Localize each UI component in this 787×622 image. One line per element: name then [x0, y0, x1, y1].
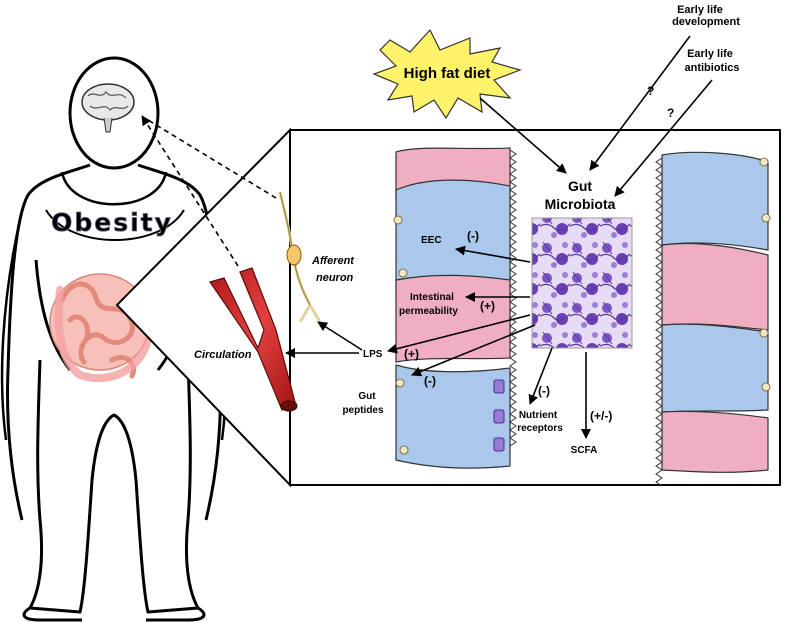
arrow-to-eec: [455, 245, 531, 263]
question-mark-development: ?: [647, 84, 654, 98]
gut-peptides-label-line1: Gut: [358, 391, 376, 402]
dashed-neuron-to-brain: [147, 119, 277, 199]
nutrient-receptor-icons: [493, 379, 505, 452]
microbiota-micrograph: [531, 217, 633, 349]
early-life-antibiotics-label-line1: Early life: [687, 48, 733, 60]
lps-label: LPS: [363, 349, 383, 360]
early-life-development-label-line2: development: [672, 16, 740, 28]
brain-icon: [81, 83, 135, 133]
early-life-development-label-line1: Early life: [677, 4, 723, 16]
early-life-antibiotics-label-line2: antibiotics: [684, 62, 739, 74]
permeability-effect: (+): [480, 299, 495, 313]
high-fat-diet-star: [372, 28, 522, 120]
blood-vessel-icon: [209, 267, 298, 412]
afferent-neuron-label-line2: neuron: [316, 272, 354, 284]
nutrient-receptors-label-line2: receptors: [517, 423, 563, 434]
arrow-antibiotics-to-microbiota: [614, 79, 713, 197]
arrow-diet-to-microbiota: [479, 97, 567, 174]
arrow-to-gut-peptides: [411, 324, 536, 377]
villi-left-brush-border: [509, 149, 517, 447]
gut-microbiota-label-line2: Microbiota: [545, 196, 616, 212]
arrows: [141, 35, 713, 439]
villi-right-brush-border: [655, 157, 663, 487]
nutrient-effect: (-): [538, 384, 550, 398]
circulation-label: Circulation: [194, 349, 252, 361]
arrow-to-nutrient-receptors: [528, 347, 553, 405]
villi-right: [661, 151, 769, 473]
eec-label: EEC: [421, 235, 442, 246]
obesity-title: Obesity: [51, 208, 173, 237]
scfa-effect: (+/-): [590, 409, 612, 423]
arrow-development-to-microbiota: [589, 35, 691, 171]
nutrient-receptors-label-line1: Nutrient: [519, 410, 558, 421]
eec-granules: [393, 157, 771, 455]
high-fat-diet-label: High fat diet: [404, 65, 491, 82]
afferent-neuron-icon: [278, 191, 322, 323]
lps-effect: (+): [404, 347, 419, 361]
scfa-label: SCFA: [571, 445, 598, 456]
gut-microbiota-label-line1: Gut: [568, 178, 592, 194]
eec-effect: (-): [467, 229, 479, 243]
gut-peptides-label-line2: peptides: [342, 405, 384, 416]
arrow-to-lps: [387, 314, 531, 354]
arrow-lps-to-neuron: [317, 321, 363, 351]
afferent-neuron-label-line1: Afferent: [311, 255, 355, 267]
intestinal-permeability-label-line2: permeability: [399, 306, 458, 317]
dashed-vessel-to-brain: [141, 115, 239, 267]
intestinal-permeability-label-line1: Intestinal: [410, 292, 454, 303]
question-mark-antibiotics: ?: [667, 106, 674, 120]
gut-peptides-effect: (-): [424, 374, 436, 388]
